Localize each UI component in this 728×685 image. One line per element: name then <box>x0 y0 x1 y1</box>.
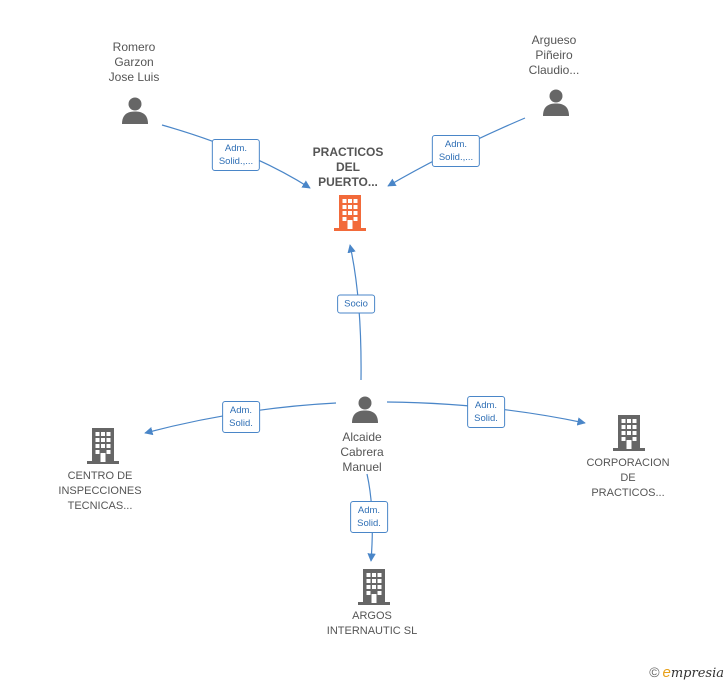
person-icon[interactable] <box>120 95 150 125</box>
person-icon[interactable] <box>350 394 380 424</box>
edge-label-line: Adm. <box>357 505 381 516</box>
node-label-argueso[interactable]: Argueso Piñeiro Claudio... <box>529 33 580 78</box>
label-line: DEL <box>335 160 360 174</box>
building-icon[interactable] <box>334 195 366 231</box>
edge-label-alcaide-main[interactable]: Socio <box>337 294 375 314</box>
label-line: Cabrera <box>340 445 384 459</box>
label-line: Piñeiro <box>535 48 573 62</box>
label-line: Manuel <box>342 460 382 474</box>
node-label-argos[interactable]: ARGOS INTERNAUTIC SL <box>327 609 417 639</box>
edge-label-line: Solid. <box>474 413 498 424</box>
label-line: Alcaide <box>342 430 382 444</box>
edge-label-line: Solid.,... <box>218 156 254 167</box>
edge-label-line: Solid. <box>357 518 381 529</box>
label-line: INSPECCIONES <box>58 485 142 497</box>
edge-label-alcaide-centro[interactable]: Adm. Solid. <box>222 401 260 433</box>
node-label-alcaide[interactable]: Alcaide Cabrera Manuel <box>340 430 383 475</box>
person-icon[interactable] <box>541 87 571 117</box>
copyright-symbol: © <box>649 664 660 680</box>
label-line: CENTRO DE <box>67 470 133 482</box>
edge-label-alcaide-corporacion[interactable]: Adm. Solid. <box>467 396 505 428</box>
brand-name: mpresia <box>670 666 724 681</box>
brand-initial: e <box>662 664 671 681</box>
label-line: TECNICAS... <box>67 500 133 512</box>
edge-label-line: Adm. <box>224 143 248 154</box>
edge-label-argueso-main[interactable]: Adm. Solid.,... <box>431 135 481 167</box>
node-label-centro[interactable]: CENTRO DE INSPECCIONES TECNICAS... <box>58 469 141 514</box>
edge-label-line: Solid. <box>229 418 253 429</box>
label-line: PUERTO... <box>318 175 378 189</box>
building-icon[interactable] <box>613 415 645 451</box>
node-label-romero[interactable]: Romero Garzon Jose Luis <box>109 40 160 85</box>
label-line: CORPORACION <box>586 457 670 469</box>
label-line: PRACTICOS <box>312 145 384 159</box>
label-line: PRACTICOS... <box>591 487 665 499</box>
label-line: DE <box>620 472 636 484</box>
label-line: Claudio... <box>528 63 580 77</box>
edge-label-line: Adm. <box>444 139 468 150</box>
edge-label-line: Adm. <box>474 400 498 411</box>
edge-label-romero-main[interactable]: Adm. Solid.,... <box>211 139 261 171</box>
label-line: ARGOS <box>352 610 392 622</box>
edge-label-line: Socio <box>344 298 368 310</box>
building-icon[interactable] <box>87 428 119 464</box>
building-icon[interactable] <box>358 569 390 605</box>
copyright-footer[interactable]: ©empresia <box>649 664 724 681</box>
label-line: Romero <box>112 40 156 54</box>
edge-label-line: Adm. <box>229 405 253 416</box>
edge-label-alcaide-argos[interactable]: Adm. Solid. <box>350 501 388 533</box>
node-label-corporacion[interactable]: CORPORACION DE PRACTICOS... <box>586 456 669 501</box>
label-line: Jose Luis <box>108 70 160 84</box>
edge-label-line: Solid.,... <box>438 152 474 163</box>
node-label-main-company[interactable]: PRACTICOS DEL PUERTO... <box>313 145 384 190</box>
label-line: Argueso <box>531 33 577 47</box>
label-line: Garzon <box>114 55 154 69</box>
label-line: INTERNAUTIC SL <box>326 625 418 637</box>
